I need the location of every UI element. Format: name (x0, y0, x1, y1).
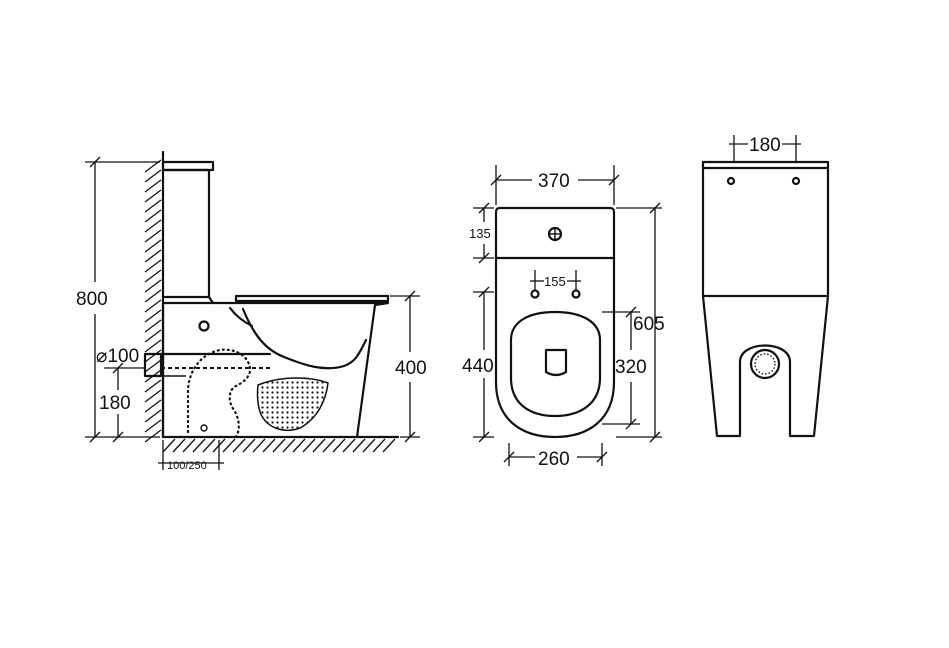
hatch-line (144, 399, 162, 413)
hatch-line (232, 438, 246, 453)
hatch-line (302, 438, 316, 453)
label-pipe-diameter: ⌀100 (96, 346, 139, 367)
hatch-line (362, 438, 376, 453)
hatch-line (144, 309, 162, 323)
dim-total-height: 800 (76, 156, 160, 443)
hatch-line (144, 409, 162, 423)
bowl-body (161, 301, 390, 439)
hatch-line (242, 438, 256, 453)
hatch-line (382, 438, 396, 453)
rear-pedestal (701, 294, 830, 438)
dim-top-width: 370 (490, 165, 620, 205)
dim-bowl-inner: 320 (602, 306, 647, 430)
hatch-line (292, 438, 306, 453)
hatch-line (144, 329, 162, 343)
hatch-line (144, 269, 162, 283)
label-bowl-length: 440 (462, 356, 494, 377)
hatch-line (144, 189, 162, 203)
dim-bowl-length: 440 (462, 286, 494, 443)
hatch-line (182, 438, 196, 453)
floor-hatching (162, 438, 396, 453)
dim-pipe-height: 180 (99, 362, 145, 443)
hatch-line (144, 319, 162, 333)
cistern-tank (161, 160, 215, 305)
hatch-line (144, 239, 162, 253)
hatch-line (144, 209, 162, 223)
dim-rim-height: 400 (390, 290, 427, 443)
mount-hole-left (726, 176, 736, 186)
dim-tank-width: 180 (729, 135, 801, 162)
seat-lid (234, 294, 390, 303)
flush-button-icon (547, 226, 563, 242)
dim-setout: 100/250 (158, 440, 224, 472)
dim-bowl-width: 260 (503, 443, 608, 470)
hatch-line (144, 249, 162, 263)
hatch-line (144, 339, 162, 353)
label-setout: 100/250 (167, 460, 207, 472)
hatch-line (144, 299, 162, 313)
label-pipe-height: 180 (99, 393, 131, 414)
hatch-line (332, 438, 346, 453)
hatch-line (312, 438, 326, 453)
mount-hole-right (791, 176, 801, 186)
dim-tank-depth: 135 (469, 202, 494, 264)
label-top-width: 370 (538, 171, 570, 192)
label-bowl-width: 260 (538, 449, 570, 470)
rear-outlet-icon (749, 348, 781, 380)
hinge-hole-left (530, 289, 540, 299)
hatch-line (144, 379, 162, 393)
hatch-line (172, 438, 186, 453)
top-view: 370 135 155 440 (462, 165, 665, 470)
bowl-opening (544, 348, 568, 377)
hatch-line (262, 438, 276, 453)
hatch-line (144, 219, 162, 233)
hatch-line (162, 438, 176, 453)
hatch-line (282, 438, 296, 453)
label-hinge-spacing: 155 (544, 274, 566, 289)
bowl-trapway (241, 307, 368, 370)
rear-view: 180 (701, 135, 830, 438)
label-total-height: 800 (76, 289, 108, 310)
s-trap-outline (186, 348, 252, 439)
dim-total-length: 605 (616, 202, 665, 443)
label-tank-width: 180 (749, 135, 781, 156)
hatch-line (272, 438, 286, 453)
wall-hatching (144, 159, 162, 443)
side-view: 800 180 ⌀100 400 100/250 (76, 150, 427, 472)
label-tank-depth: 135 (469, 226, 491, 241)
hatch-line (222, 438, 236, 453)
hatch-line (144, 199, 162, 213)
hatch-line (144, 229, 162, 243)
hatch-line (144, 279, 162, 293)
hatch-line (342, 438, 356, 453)
label-bowl-inner: 320 (615, 357, 647, 378)
hatch-line (144, 349, 162, 363)
hatch-line (192, 438, 206, 453)
hinge-hole-right (571, 289, 581, 299)
outlet-pipe (143, 352, 272, 378)
hatch-line (144, 419, 162, 433)
rear-lid (701, 160, 830, 170)
rear-tank (701, 166, 830, 298)
hatch-line (252, 438, 266, 453)
hatch-line (372, 438, 386, 453)
hatch-line (352, 438, 366, 453)
dim-hinge-spacing: 155 (530, 270, 581, 290)
hatch-line (144, 169, 162, 183)
water-seal (256, 377, 329, 432)
hatch-line (144, 259, 162, 273)
label-rim-height: 400 (395, 358, 427, 379)
hatch-line (144, 429, 162, 443)
hatch-line (144, 289, 162, 303)
hatch-line (144, 359, 162, 373)
hatch-line (202, 438, 216, 453)
hatch-line (322, 438, 336, 453)
top-outline (494, 206, 616, 439)
seat-ring (509, 310, 602, 418)
inlet-hole (198, 320, 210, 332)
label-total-length: 605 (633, 314, 665, 335)
hatch-line (144, 179, 162, 193)
hatch-line (144, 389, 162, 403)
